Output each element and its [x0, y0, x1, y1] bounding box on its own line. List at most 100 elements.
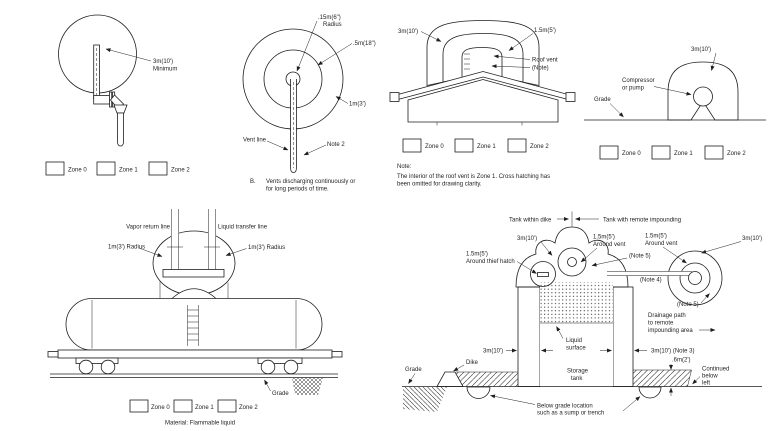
zone2-swatch: [704, 145, 724, 160]
caption-line1: Vents discharging continuously or: [266, 179, 355, 185]
grade-label: Grade: [272, 391, 289, 397]
note-line2: been omitted for drawing clarity.: [397, 182, 482, 188]
roof-vent-leader1: [493, 54, 531, 60]
grade-label: Grade: [405, 367, 422, 373]
storage-tank-diagram: Tank within dike Tank with remote impoun…: [402, 211, 762, 417]
zone2-dome: [515, 226, 629, 288]
note5-top-label: (Note 5): [629, 254, 651, 260]
roof-vent-diagram: 3m(10') 1.5m(5') Roof vent (Note) Zone 0…: [389, 20, 576, 188]
zone0-label: Zone 0: [68, 168, 87, 174]
tank-wall-right: [612, 286, 634, 387]
legend-c: Zone 0 Zone 1 Zone 2: [402, 138, 549, 153]
ground-patch: [292, 378, 323, 395]
eave-right: [565, 92, 576, 102]
zone0-label: Zone 0: [425, 144, 444, 150]
zone1-label: Zone 1: [674, 151, 693, 157]
continued-label2: below: [702, 374, 718, 380]
zone0-radius-label2: Radius: [323, 22, 342, 28]
legend-e: Zone 0 Zone 1 Zone 2: [129, 399, 258, 413]
zone1-radius-label: .5m(18"): [353, 41, 376, 47]
liquid-surface-label1: Liquid: [566, 338, 582, 344]
zone0-leader: [296, 20, 318, 72]
vent-pipe: [93, 44, 128, 147]
dome-fittings: [159, 209, 229, 299]
remote-vent-radius-label2: Around vent: [645, 241, 678, 247]
radius-left-leader: [138, 247, 163, 257]
tank-car-diagram: Vapor return line Liquid transfer line 1…: [47, 209, 343, 427]
zone0-swatch: [45, 161, 65, 176]
pump-leader: [653, 86, 692, 96]
continuous-vent-diagram: .15m(6") Radius .5m(18") 1m(3') Vent lin…: [242, 15, 376, 193]
zone0-label: Zone 0: [622, 151, 641, 157]
note-title: Note:: [397, 164, 412, 170]
zone2-radius-label: 3m(10'): [398, 29, 418, 35]
continued-label3: left: [702, 381, 710, 387]
vent-screen-ticks: [464, 53, 470, 70]
zone2-leader: [420, 31, 442, 42]
tank-body: [65, 298, 323, 351]
zone2-label: Zone 2: [171, 168, 190, 174]
roof-vent-leader2: [491, 64, 531, 69]
note5-bottom-label: (Note 5): [677, 302, 699, 308]
vent-fitting: [567, 257, 577, 267]
zone1-swatch: [454, 138, 474, 153]
zone2-label: Zone 2: [530, 144, 549, 150]
vent-line-label: Vent line: [243, 138, 267, 144]
zone2-label: Zone 2: [239, 405, 258, 411]
leader-lines: [408, 241, 742, 412]
storage-tank-label2: tank: [571, 376, 583, 382]
earth-hatch: [403, 387, 447, 412]
zone1-label: Zone 1: [477, 144, 496, 150]
dike-zone2-band: [456, 372, 518, 387]
zone2-ellipse: [152, 230, 236, 296]
zone0-label: Zone 0: [151, 405, 170, 411]
thief-radius-label1: 1.5m(5'): [466, 252, 488, 258]
radius-right-leader: [225, 248, 247, 256]
equipment-label2: or pump: [622, 86, 645, 92]
note-line1: The interior of the roof vent is Zone 1.…: [397, 174, 550, 180]
zone1-radius-label: 1.5m(5'): [534, 28, 556, 34]
left-title: Tank within dike: [509, 218, 552, 224]
liquid-transfer-label: Liquid transfer line: [218, 225, 268, 231]
dike-label: Dike: [466, 360, 479, 366]
remote-zone2-circle: [667, 250, 723, 306]
sump-right: [638, 386, 662, 399]
zone1-swatch: [173, 399, 193, 413]
band-height-label: .6m(2'): [672, 358, 690, 364]
vent-zone1-circle: [557, 247, 587, 277]
thief-hatch-zone1-circle: [530, 261, 556, 287]
roof: [395, 71, 571, 101]
vent-radius-label1: 1.5m(5'): [593, 235, 615, 241]
storage-tank-label1: Storage: [567, 369, 589, 375]
wall-right-label: 3m(10') (Note 3): [651, 349, 695, 355]
remote-vent-pipe: [607, 271, 692, 276]
radius-label: 3m(10'): [691, 47, 711, 53]
underframe: [47, 349, 343, 359]
continued-label1: Continued: [702, 367, 729, 373]
zone0-radius-label: .15m(6"): [318, 15, 341, 21]
zone2-radius-label: 1m(3'): [349, 102, 366, 108]
drainage-label2: to remote: [648, 321, 674, 327]
zone1-leader: [508, 33, 534, 51]
thief-hatch-fitting: [537, 272, 549, 277]
pump-circle: [693, 86, 713, 107]
roof-vent-label: Roof vent: [532, 58, 558, 64]
liquid-area: [540, 323, 613, 387]
vent-line-leader: [266, 140, 289, 151]
vent-line-pipe: [290, 79, 297, 173]
vapor-return-label: Vapor return line: [126, 225, 171, 231]
zone2-leader: [335, 96, 349, 104]
radius-label: 3m(10'): [153, 59, 173, 65]
vent-radius-label2: Around vent: [593, 242, 626, 248]
equipment-label1: Compressor: [622, 78, 655, 84]
grade-label: Grade: [594, 97, 611, 103]
zone1-swatch: [651, 145, 671, 160]
wall-left-label: 3m(10'): [483, 349, 503, 355]
tank-interior-zone1: [407, 79, 559, 123]
remote-zone1-circle: [679, 262, 711, 294]
drainage-label1: Drainage path: [648, 313, 686, 319]
zone0-swatch: [599, 145, 619, 160]
roof-vent-note-label: (Note): [532, 66, 549, 72]
